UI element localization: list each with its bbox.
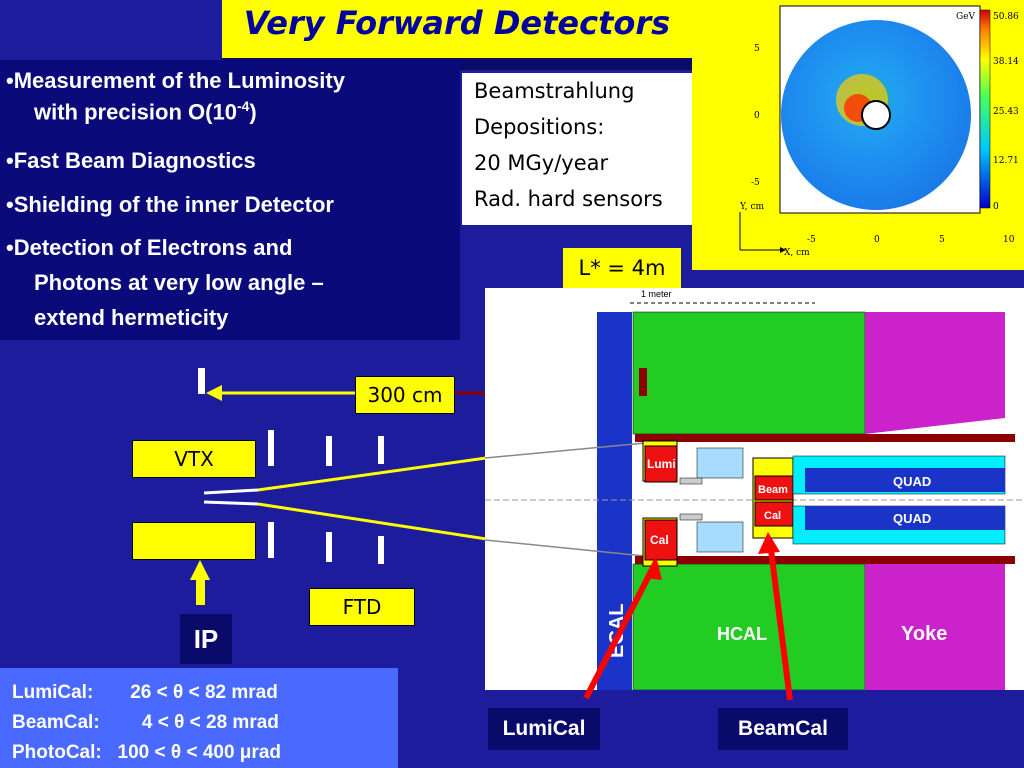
beam-hole <box>861 100 891 130</box>
quad-label: QUAD <box>893 511 931 526</box>
bullet-1: •Measurement of the Luminosity <box>6 68 345 93</box>
depositions-box: Beamstrahlung Depositions: 20 MGy/year R… <box>462 73 712 225</box>
bullet-1-cont: with precision O(10-4) <box>34 98 257 125</box>
colorbar-tick: 50.86 <box>993 12 1019 22</box>
y-tick: 0 <box>754 111 760 121</box>
position-marker <box>639 368 647 396</box>
colorbar-tick: 12.71 <box>993 156 1019 166</box>
y-tick: 5 <box>754 44 760 54</box>
hcal-lower <box>632 563 866 690</box>
title-box: Very Forward Detectors <box>222 0 692 58</box>
cal-label: Cal <box>650 533 669 547</box>
scale-label: 1 meter <box>641 289 672 299</box>
plot-unit: GeV <box>956 12 976 22</box>
colorbar <box>979 9 991 209</box>
bullet-2: •Fast Beam Diagnostics <box>6 148 256 173</box>
range-beamcal: BeamCal: 4 < θ < 28 mrad <box>12 712 279 733</box>
ecal-block <box>597 312 632 690</box>
beamcal-label: BeamCal <box>718 708 848 750</box>
ip-schematic <box>190 368 485 605</box>
x-tick: 5 <box>939 235 945 245</box>
range-lumical: LumiCal: 26 < θ < 82 mrad <box>12 682 278 703</box>
yoke-lower <box>865 564 1005 690</box>
beamcal-cal-label: Cal <box>764 510 781 522</box>
hcal-upper <box>632 311 866 435</box>
x-tick: 0 <box>874 235 880 245</box>
lumical-upper <box>644 445 678 483</box>
x-tick: 10 <box>1003 235 1015 245</box>
ip-label: IP <box>180 614 232 664</box>
support-upper <box>635 434 1015 442</box>
distance-label: 300 cm <box>355 376 455 414</box>
slide-title: Very Forward Detectors <box>243 4 671 42</box>
quad-label: QUAD <box>893 474 931 489</box>
yoke-upper <box>865 312 1005 434</box>
beam-label: Beam <box>758 484 788 496</box>
support-lower <box>635 556 1015 564</box>
bullet-4-cont: Photons at very low angle – <box>34 270 324 295</box>
lumi-label: Lumi <box>647 457 676 471</box>
ftd-label: FTD <box>309 588 415 626</box>
deposition-plot: GeV 50.86 38.14 25.43 12.71 0 5 0 -5 -5 … <box>739 5 1019 258</box>
depositions-line-3: 20 MGy/year <box>474 151 609 175</box>
depositions-line-1: Beamstrahlung <box>474 79 635 103</box>
detector-drawing: 1 meter Lumi Cal Beam Cal QUAD QUAD ECAL… <box>485 289 1024 690</box>
y-axis-label: Y, cm <box>739 202 765 212</box>
colorbar-tick: 38.14 <box>993 57 1019 67</box>
angle-ranges: LumiCal: 26 < θ < 82 mrad BeamCal: 4 < θ… <box>0 668 398 768</box>
vtx-lower-block <box>132 522 256 560</box>
beamcal-upper <box>754 475 794 501</box>
pointer-arrows <box>583 532 793 701</box>
vtx-label: VTX <box>132 440 256 478</box>
bullet-3: •Shielding of the inner Detector <box>6 192 334 217</box>
quad-upper <box>805 468 1005 492</box>
depositions-line-2: Depositions: <box>474 115 605 139</box>
lumical-lower <box>644 519 678 561</box>
depositions-line-4: Rad. hard sensors <box>474 187 663 211</box>
y-tick: -5 <box>751 178 760 188</box>
colorbar-tick: 25.43 <box>993 107 1019 117</box>
bullet-4: •Detection of Electrons and <box>6 235 293 260</box>
yoke-label: Yoke <box>901 623 947 645</box>
bullet-panel-lower: •Detection of Electrons and Photons at v… <box>0 225 420 340</box>
quad-lower <box>805 506 1005 530</box>
range-photocal: PhotoCal: 100 < θ < 400 μrad <box>12 742 281 763</box>
lstar-label: L* = 4m <box>563 248 681 288</box>
x-axis-label: X, cm <box>784 248 810 258</box>
x-tick: -5 <box>807 235 816 245</box>
lumical-label: LumiCal <box>488 708 600 750</box>
colorbar-tick: 0 <box>993 202 999 212</box>
hcal-label: HCAL <box>717 624 767 644</box>
bullet-4-cont2: extend hermeticity <box>34 305 229 330</box>
